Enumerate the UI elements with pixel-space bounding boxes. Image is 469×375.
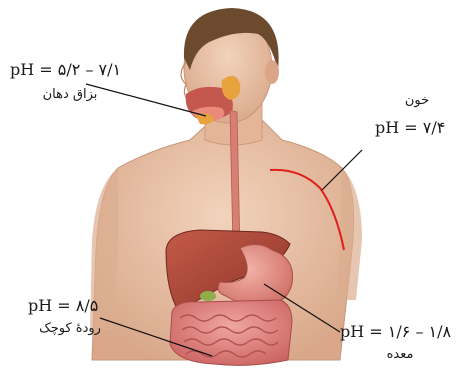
blood-ph-label: pH = ۷/۴ bbox=[375, 120, 445, 136]
ear bbox=[265, 60, 279, 84]
saliva-name-label: بزاق دهان bbox=[10, 88, 130, 101]
small-intestine-ph-label: pH = ۸/۵ bbox=[28, 298, 98, 314]
small-intestine-name-label: رودهٔ کوچک bbox=[20, 322, 120, 335]
gallbladder bbox=[200, 291, 216, 301]
blood-name-label: خون bbox=[382, 94, 452, 107]
small-intestine bbox=[170, 300, 292, 365]
stomach-ph-label: pH = ۱/۶ – ۱/۸ bbox=[340, 324, 451, 340]
saliva-ph-label: pH = ۵/۲ – ۷/۱ bbox=[10, 62, 121, 78]
stomach-name-label: معده bbox=[350, 348, 450, 361]
